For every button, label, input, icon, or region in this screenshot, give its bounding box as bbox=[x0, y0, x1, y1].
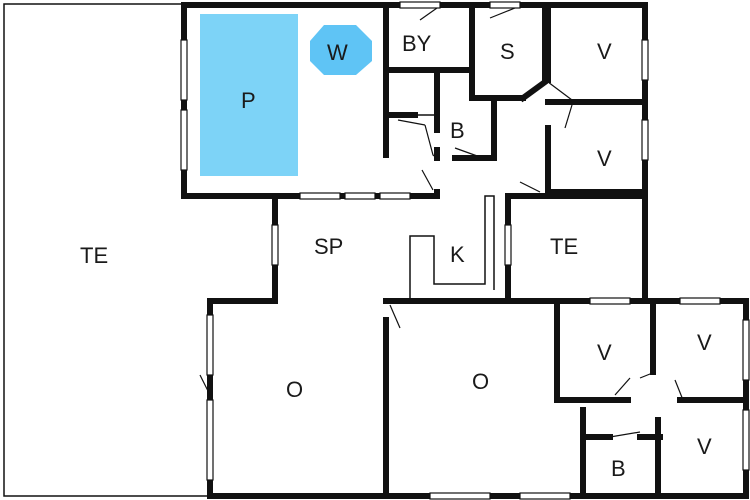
label-bedroom-4: V bbox=[697, 330, 712, 355]
label-terrace-left: TE bbox=[80, 243, 108, 268]
label-living-left: O bbox=[286, 377, 303, 402]
label-pool: P bbox=[241, 88, 256, 113]
label-kitchen: K bbox=[450, 242, 465, 267]
label-living-right: O bbox=[472, 369, 489, 394]
label-bedroom-1: V bbox=[597, 39, 612, 64]
label-bedroom-2: V bbox=[597, 146, 612, 171]
kitchen-counter bbox=[409, 195, 495, 300]
terrace-left-outline bbox=[3, 3, 210, 497]
label-bedroom-3: V bbox=[597, 340, 612, 365]
label-sauna: S bbox=[500, 39, 515, 64]
doors bbox=[199, 7, 684, 438]
label-bathroom-1: B bbox=[450, 118, 465, 143]
label-bedroom-5: V bbox=[697, 434, 712, 459]
label-play-room: SP bbox=[314, 234, 343, 259]
label-whirlpool: W bbox=[327, 40, 348, 65]
label-terrace-right: TE bbox=[550, 234, 578, 259]
label-shower-bath: BY bbox=[402, 31, 432, 56]
pool-water bbox=[200, 14, 298, 176]
label-bathroom-2: B bbox=[611, 456, 626, 481]
whirlpool-water bbox=[310, 25, 372, 75]
windows bbox=[180, 1, 750, 500]
